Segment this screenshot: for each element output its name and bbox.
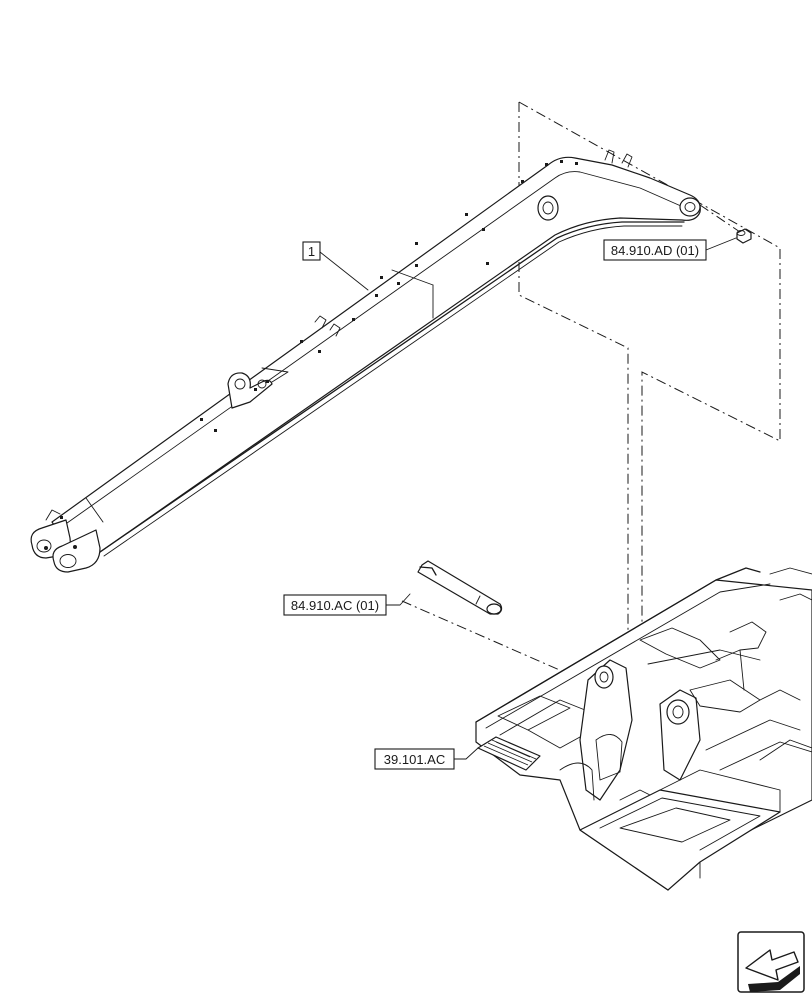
boom-holes: [44, 160, 578, 550]
callout-ref-pin-top[interactable]: 84.910.AD (01): [603, 237, 737, 261]
callout-ref-frame[interactable]: 39.101.AC: [374, 747, 479, 770]
callout-ref-pin-foot[interactable]: 84.910.AC (01): [283, 593, 411, 616]
boom-foot: [30, 509, 101, 573]
callout-ref-frame-label: 39.101.AC: [384, 752, 445, 767]
boom-part[interactable]: [30, 149, 701, 573]
lower-pan: [579, 769, 781, 891]
callout-ref-pin-top-label: 84.910.AD (01): [611, 243, 699, 258]
cylinder-bracket: [227, 367, 289, 409]
callout-item-1[interactable]: 1: [302, 241, 369, 291]
callout-ref-pin-foot-label: 84.910.AC (01): [291, 598, 379, 613]
boom-mount-bosses: [559, 659, 701, 801]
step-plate: [477, 736, 541, 771]
callout-item-1-label: 1: [308, 244, 315, 259]
boom-tip-pin[interactable]: [736, 228, 752, 244]
next-page-arrow-icon[interactable]: [737, 931, 805, 993]
boom-foot-pin[interactable]: [417, 560, 503, 615]
upper-frame[interactable]: [475, 567, 812, 891]
